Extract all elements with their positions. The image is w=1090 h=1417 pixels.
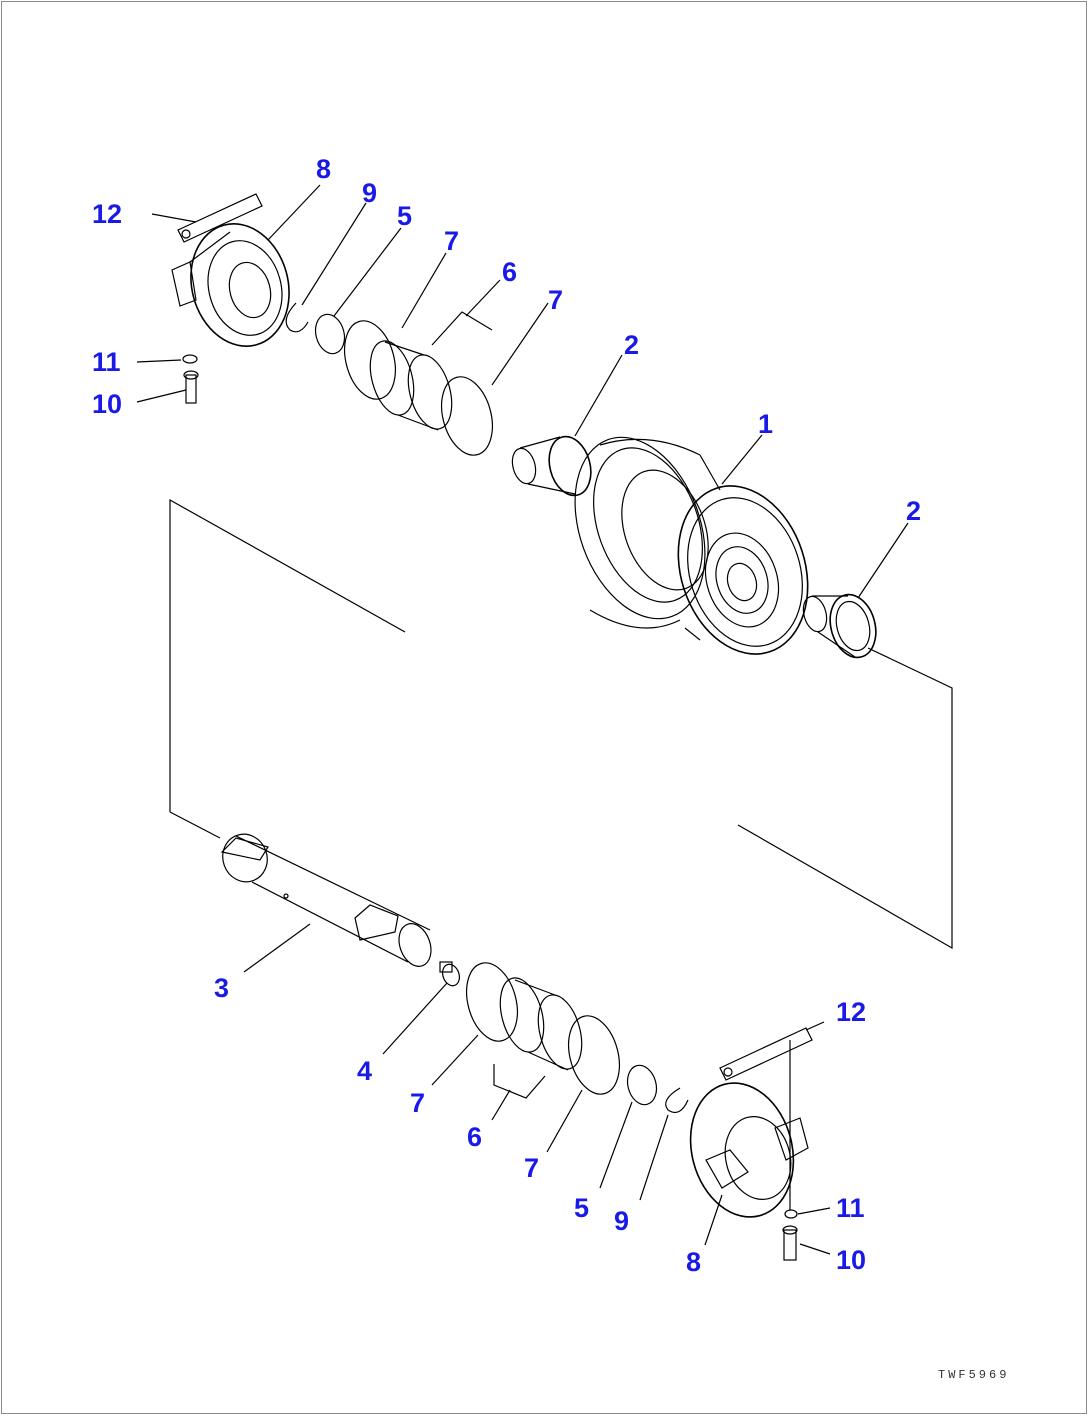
part-9-split-ring-upper [285, 302, 309, 333]
callout-11-lower: 11 [836, 1193, 865, 1223]
callout-10-upper: 10 [92, 389, 122, 419]
callout-4: 4 [357, 1056, 372, 1086]
assembly-frame-lines [169, 498, 953, 950]
part-7-o-ring-lower-right [568, 1015, 620, 1095]
part-8-collar-upper [171, 223, 290, 347]
callout-7-lower-right: 7 [524, 1153, 539, 1183]
callout-5-lower: 5 [574, 1193, 589, 1223]
callout-3: 3 [214, 973, 229, 1003]
part-8-collar-lower [689, 1082, 809, 1218]
part-4-plug [439, 961, 461, 987]
part-6-floating-seal-lower [493, 977, 583, 1099]
part-12-lock-plate-upper [177, 193, 263, 243]
callout-6-lower: 6 [467, 1122, 482, 1152]
callout-5-upper: 5 [397, 201, 412, 231]
part-2-bushing-upper [511, 435, 592, 497]
part-10-bolt-upper [183, 370, 199, 404]
part-11-washer-lower [784, 1209, 798, 1219]
callout-8-upper: 8 [316, 154, 331, 184]
part-7-o-ring-upper-left [344, 320, 396, 400]
part-9-split-ring-lower [665, 1087, 689, 1113]
callout-labels: 12 8 9 5 7 6 7 2 1 2 11 10 3 4 7 6 7 5 9… [92, 154, 921, 1277]
callout-12-lower: 12 [836, 997, 866, 1027]
callout-9-lower: 9 [614, 1206, 629, 1236]
part-3-shaft [220, 833, 432, 967]
callout-7-upper-left: 7 [444, 226, 459, 256]
callout-7-upper-right: 7 [548, 285, 563, 315]
callout-12-upper: 12 [92, 199, 122, 229]
part-12-lock-plate-lower [719, 1027, 813, 1210]
part-11-washer-upper [182, 354, 198, 364]
part-1-track-roller [574, 436, 809, 655]
callout-10-lower: 10 [836, 1245, 866, 1275]
part-2-bushing-lower [802, 593, 877, 659]
part-5-o-ring-lower [626, 1064, 658, 1106]
callout-1: 1 [758, 409, 773, 439]
part-7-o-ring-lower-left [466, 962, 518, 1042]
callout-2-lower: 2 [906, 496, 921, 526]
part-7-o-ring-upper-right [441, 376, 493, 456]
callout-7-lower-left: 7 [410, 1088, 425, 1118]
callout-8-lower: 8 [686, 1247, 701, 1277]
callout-9-upper: 9 [362, 178, 377, 208]
part-5-o-ring-upper [314, 313, 346, 355]
callout-11-upper: 11 [92, 347, 121, 377]
part-10-bolt-lower [782, 1225, 798, 1261]
callout-6-upper: 6 [502, 257, 517, 287]
part-6-floating-seal-upper [369, 311, 493, 431]
drawing-code: TWF5969 [938, 1368, 1009, 1382]
leader-lines [136, 184, 909, 1255]
callout-2-upper: 2 [624, 330, 639, 360]
